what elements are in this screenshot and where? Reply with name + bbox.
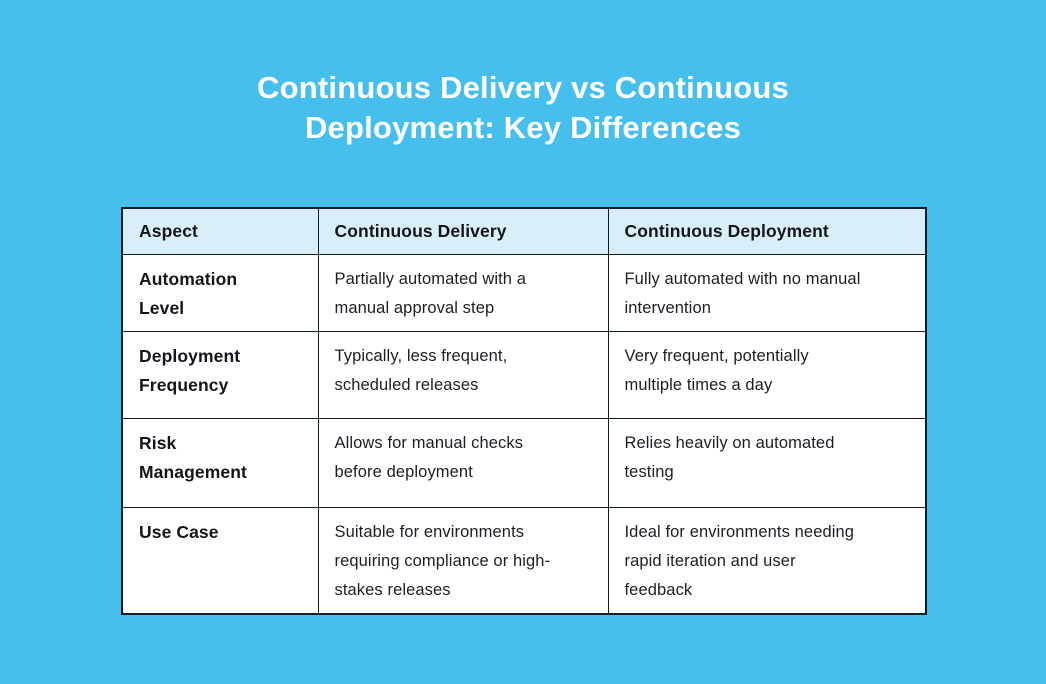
page-title-line-2: Deployment: Key Differences [304, 110, 742, 145]
delivery-cell-automation-level: Partially automated with a manual approv… [317, 253, 609, 332]
comparison-table: Aspect Continuous Delivery Continuous De… [121, 207, 927, 615]
column-header-continuous-delivery: Continuous Delivery [317, 207, 609, 255]
table-row-automation-level: Automation Level Partially automated wit… [121, 253, 927, 332]
aspect-label-automation-level: Automation Level [121, 253, 319, 332]
deployment-cell-deployment-frequency: Very frequent, potentially multiple time… [607, 330, 927, 419]
delivery-cell-deployment-frequency: Typically, less frequent, scheduled rele… [317, 330, 609, 419]
page-title-line-1: Continuous Delivery vs Continuous [257, 70, 789, 105]
delivery-cell-risk-management: Allows for manual checks before deployme… [317, 417, 609, 508]
deployment-cell-use-case: Ideal for environments needing rapid ite… [607, 506, 927, 615]
column-header-continuous-deployment: Continuous Deployment [607, 207, 927, 255]
delivery-cell-use-case: Suitable for environments requiring comp… [317, 506, 609, 615]
page-title: Continuous Delivery vs Continuous Deploy… [0, 68, 1046, 148]
table-header-row: Aspect Continuous Delivery Continuous De… [121, 207, 927, 255]
table-row-deployment-frequency: Deployment Frequency Typically, less fre… [121, 330, 927, 419]
deployment-cell-risk-management: Relies heavily on automated testing [607, 417, 927, 508]
aspect-label-use-case: Use Case [121, 506, 319, 615]
deployment-cell-automation-level: Fully automated with no manual intervent… [607, 253, 927, 332]
column-header-aspect: Aspect [121, 207, 319, 255]
table-row-risk-management: Risk Management Allows for manual checks… [121, 417, 927, 508]
table-row-use-case: Use Case Suitable for environments requi… [121, 506, 927, 615]
aspect-label-deployment-frequency: Deployment Frequency [121, 330, 319, 419]
aspect-label-risk-management: Risk Management [121, 417, 319, 508]
